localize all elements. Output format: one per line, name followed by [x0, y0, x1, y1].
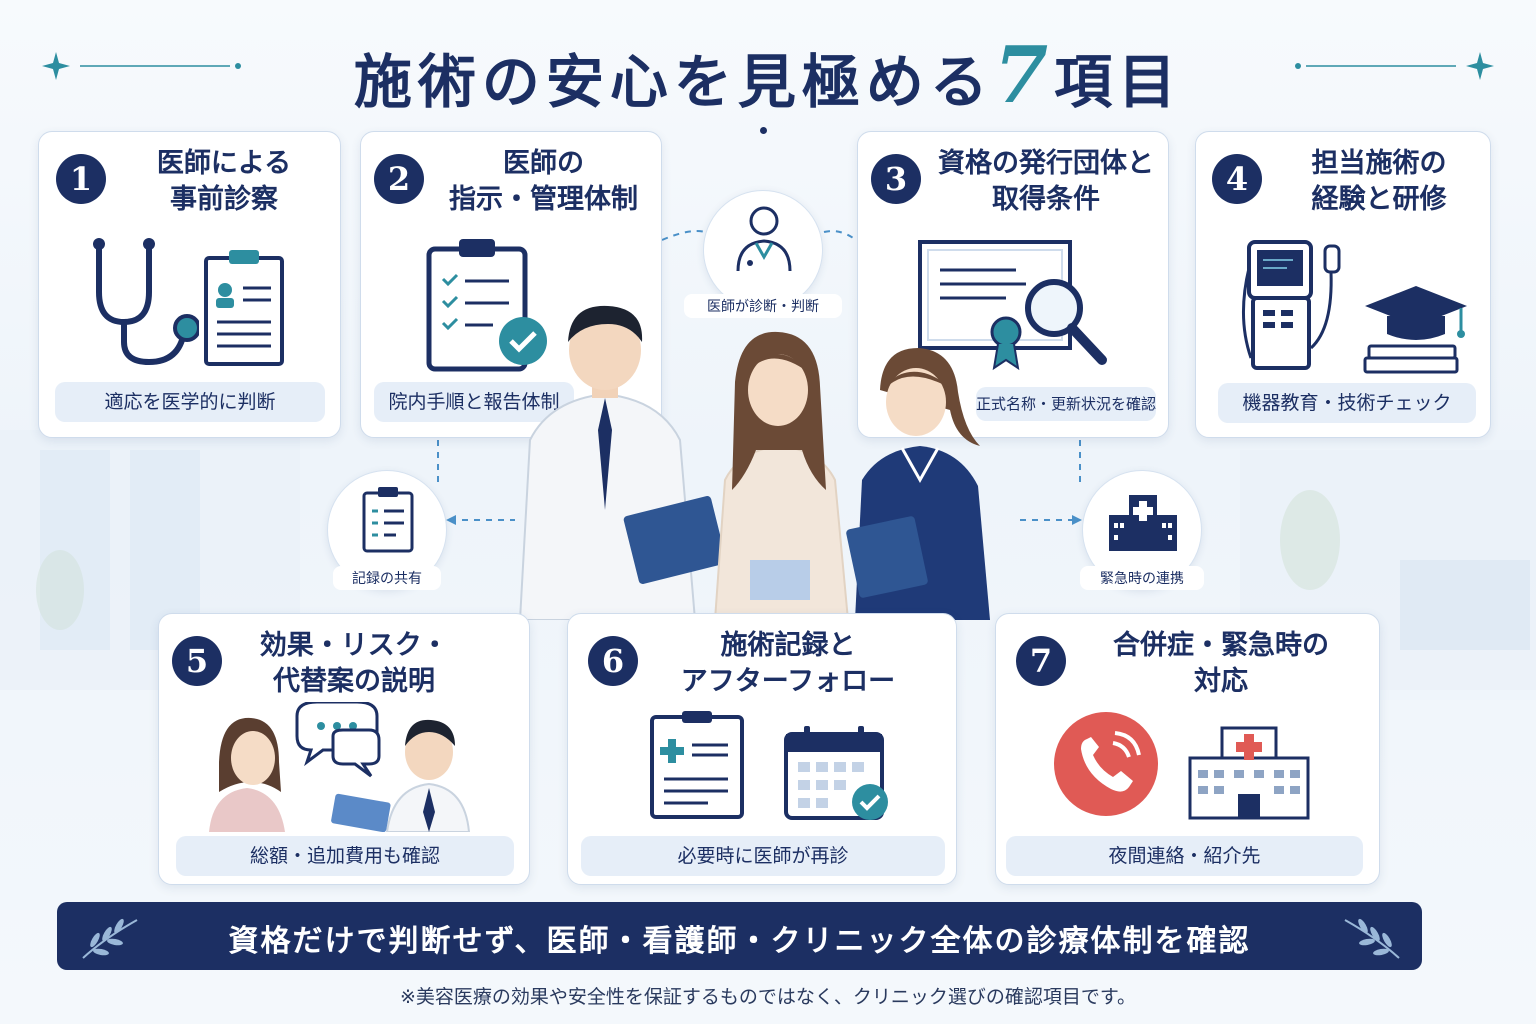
summary-banner: 資格だけで判断せず、医師・看護師・クリニック全体の診療体制を確認 [57, 902, 1422, 970]
title-number: 7 [993, 30, 1055, 121]
certificate-magnifier-icon [918, 240, 1107, 371]
card-7-note: 夜間連絡・紹介先 [1006, 836, 1363, 876]
card-2-title: 医師の指示・管理体制 [449, 148, 638, 215]
stethoscope-icon [93, 238, 199, 366]
ornament-left-icon [42, 52, 241, 80]
card-2: 2 医師の指示・管理体制 院内手順と報告体制 [360, 131, 662, 438]
title-divider-dot [760, 127, 767, 134]
phone-icon [1054, 712, 1158, 816]
banner-text: 資格だけで判断せず、医師・看護師・クリニック全体の診療体制を確認 [228, 924, 1251, 959]
card-1-title: 医師による事前診察 [156, 148, 292, 215]
card-7-title: 合併症・緊急時の対応 [1113, 630, 1329, 697]
card-4-note: 機器教育・技術チェック [1218, 383, 1476, 423]
doctor-node-label: 医師が診断・判断 [684, 294, 842, 318]
consultation-icon [209, 702, 471, 832]
staff-patient-illustration [518, 305, 990, 620]
badge-4: 4 [1212, 154, 1262, 204]
hospital-icon [1188, 726, 1310, 820]
card-4: 4 担当施術の経験と研修 機器教育・技術チェック [1195, 131, 1491, 438]
card-4-title: 担当施術の経験と研修 [1311, 148, 1447, 215]
badge-6: 6 [588, 636, 638, 686]
card-3-title: 資格の発行団体と取得条件 [938, 148, 1154, 215]
card-2-note: 院内手順と報告体制 [374, 382, 574, 422]
card-5: 5 効果・リスク・代替案の説明 総額・追加費用も確認 [158, 613, 530, 885]
page-title: 施術の安心を見極める7項目 [353, 30, 1183, 121]
laurel-right-icon [1344, 918, 1400, 959]
disclaimer-footnote: ※美容医療の効果や安全性を保証するものではなく、クリニック選びの確認項目です。 [399, 986, 1137, 1008]
card-3-note: 正式名称・更新状況を確認 [976, 387, 1156, 421]
emergency-node-label: 緊急時の連携 [1080, 566, 1204, 590]
checklist-clipboard-icon [426, 239, 547, 372]
card-1-note: 適応を医学的に判断 [55, 382, 325, 422]
hospital-building-icon [1109, 495, 1177, 551]
badge-2: 2 [374, 154, 424, 204]
card-5-note: 総額・追加費用も確認 [176, 836, 514, 876]
medical-chart-icon [204, 250, 284, 366]
badge-3: 3 [871, 154, 921, 204]
card-7: 7 合併症・緊急時の対応 夜間連絡・紹介先 [995, 613, 1380, 885]
badge-1: 1 [56, 154, 106, 204]
calendar-check-icon [784, 726, 888, 820]
doctor-node [703, 190, 823, 310]
laurel-left-icon [82, 918, 138, 959]
card-3: 3 資格の発行団体と取得条件 正式名称・更新状況を確認 [857, 131, 1169, 438]
header: 施術の安心を見極める7項目 [0, 22, 1536, 121]
card-1: 1 医師による事前診察 適応を医学的に判断 [38, 131, 341, 438]
records-node-label: 記録の共有 [333, 566, 441, 590]
medical-record-icon [650, 711, 744, 819]
card-6: 6 施術記録とアフターフォロー 必要時に医師が再診 [567, 613, 957, 885]
ornament-right-icon [1295, 52, 1494, 80]
badge-5: 5 [172, 636, 222, 686]
card-6-note: 必要時に医師が再診 [581, 836, 945, 876]
shared-records-icon [362, 487, 414, 553]
card-6-title: 施術記録とアフターフォロー [680, 630, 896, 697]
graduation-cap-icon [1363, 286, 1467, 374]
card-5-title: 効果・リスク・代替案の説明 [259, 630, 449, 697]
badge-7: 7 [1016, 636, 1066, 686]
doctor-icon [736, 206, 792, 272]
medical-device-icon [1242, 240, 1341, 370]
